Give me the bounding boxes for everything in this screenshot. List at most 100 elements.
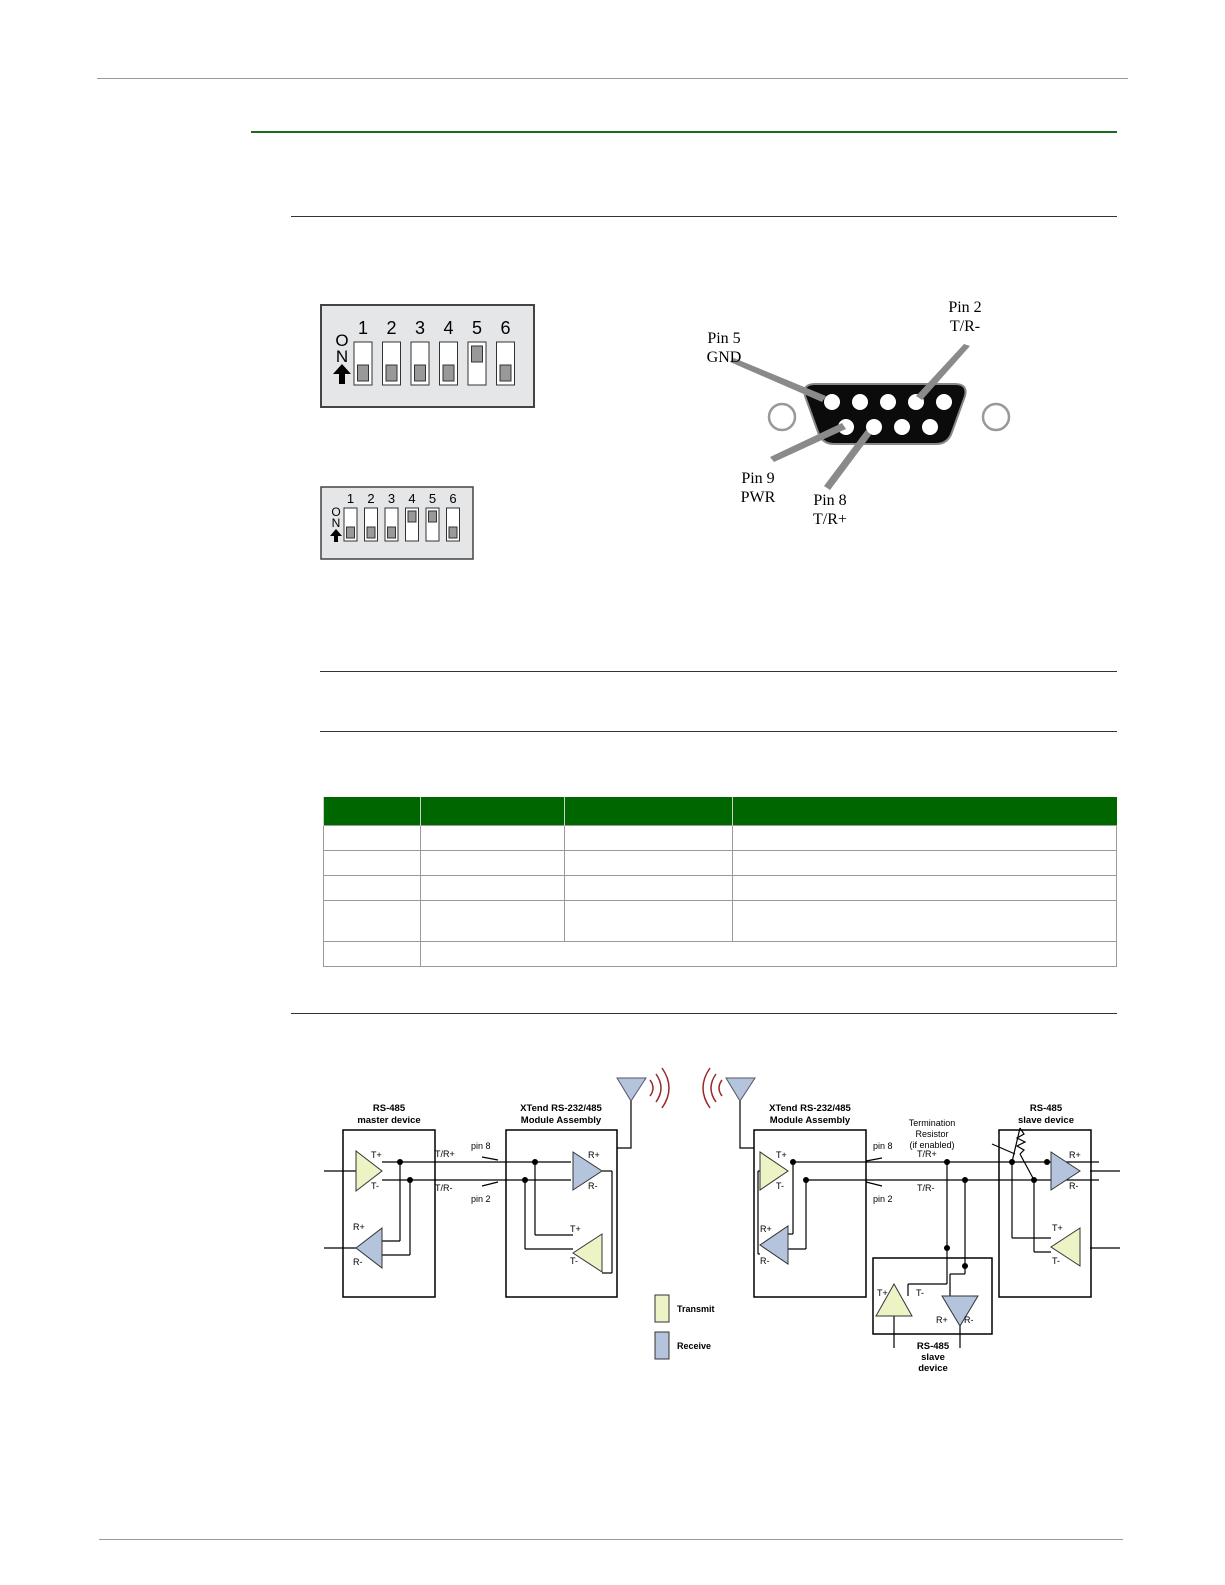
spec-header-cell [323,797,421,826]
table-cell [732,850,1117,876]
slave-device-box [998,1129,1092,1298]
slave2-tminus: T- [916,1288,924,1298]
table-row [323,825,1117,851]
dip-knob-4 [407,510,417,523]
module-right-rplus: R+ [760,1224,772,1234]
master-tminus: T- [371,1181,379,1191]
mounting-hole-left [767,402,797,432]
slave2-rminus: R- [964,1315,974,1325]
left-pin8: pin 8 [471,1141,491,1151]
legend: Transmit Receive [654,1294,715,1360]
table-row [323,850,1117,876]
pin9-label: Pin 9 [741,470,774,487]
dip-number-6: 6 [500,318,510,338]
arrow-up-icon [330,529,342,542]
bus-wires [324,1143,1120,1348]
table-cell [564,825,733,851]
slave2-tplus: T+ [877,1288,888,1298]
spec-header-cell [564,797,733,826]
pin5-label: Pin 5 [707,330,740,347]
dip-small-on-label-o: O [331,505,340,519]
master-title-2: master device [357,1115,420,1126]
dip-number-5: 5 [429,491,436,506]
dip-knob-1 [346,526,355,539]
table-cell [323,875,421,901]
master-tplus: T+ [371,1150,382,1160]
pin9-sub: PWR [741,489,776,506]
rs485-network-diagram: RS-485 master device XTend RS-232/485 Mo… [324,1067,1120,1374]
dip-number-4: 4 [408,491,415,506]
dip-number-6: 6 [449,491,456,506]
dip-knob-5 [428,510,437,523]
slave2-receive-amp [941,1295,979,1327]
master-title-1: RS-485 [373,1103,406,1114]
dip-number-3: 3 [388,491,395,506]
footer-rule [99,1539,1123,1540]
legend-transmit-label: Transmit [677,1304,715,1314]
mounting-hole-right [981,402,1011,432]
pin2-label: Pin 2 [948,299,981,316]
module-right-tplus: T+ [776,1150,787,1160]
table-cell [323,850,421,876]
table-cell [732,900,1117,942]
table-row [323,941,1117,967]
slave-rminus: R- [1069,1181,1079,1191]
pin5-sub: GND [707,349,742,366]
dip-number-2: 2 [367,491,374,506]
note-rule-top [320,671,1117,672]
module-right-title-2: Module Assembly [770,1115,851,1126]
module-left-tminus: T- [570,1256,578,1266]
master-rminus: R- [353,1257,363,1267]
radio-waves-icon [649,1067,723,1109]
dip-number-2: 2 [386,318,396,338]
table-cell [564,850,733,876]
slave-title-2: slave device [1018,1115,1074,1126]
termination-resistor-icon [1011,1127,1035,1181]
dip-number-4: 4 [443,318,453,338]
module-left-title-1: XTend RS-232/485 [520,1103,602,1114]
slave2-device-box [872,1257,993,1335]
legend-receive-swatch [654,1331,670,1360]
master-transmit-amp [355,1149,383,1193]
module-right-tminus: T- [776,1181,784,1191]
slave2-title-3: device [918,1363,948,1374]
table-cell [420,875,565,901]
pin2-sub: T/R- [950,318,980,335]
dip-knob-5 [471,345,483,363]
module-right-receive-amp [759,1225,789,1265]
module-left-transmit-amp [572,1233,603,1273]
termination-label-2: Resistor [915,1129,948,1139]
dip-number-1: 1 [358,318,368,338]
table-row [323,875,1117,901]
bus-left-trplus: T/R+ [435,1149,455,1159]
table-row [323,900,1117,942]
dip-small-on-label-n: N [332,516,341,530]
slave-rplus: R+ [1069,1150,1081,1160]
module-left-receive-amp [572,1151,603,1191]
arrow-up-icon [333,364,351,384]
master-receive-amp [355,1226,383,1270]
slave2-title-1: RS-485 [917,1341,950,1352]
antenna-left-icon [616,1077,647,1149]
table-cell [323,941,421,967]
section-rule-1 [291,216,1117,217]
bus-right-trplus: T/R+ [917,1149,937,1159]
module-right-rminus: R- [760,1256,770,1266]
antenna-right-icon [725,1077,756,1149]
dip-knob-4 [442,364,455,382]
spec-header-cell [732,797,1117,826]
table-cell [564,900,733,942]
note-rule-bottom [320,731,1117,732]
dip-on-label-o: O [335,331,348,350]
table-cell [420,850,565,876]
dip-on-label-n: N [336,347,348,366]
slave-tplus: T+ [1052,1223,1063,1233]
table-cell [732,825,1117,851]
slave-receive-amp [1050,1151,1081,1191]
slave2-title-2: slave [921,1352,945,1363]
slave-title-1: RS-485 [1030,1103,1063,1114]
module-right-box [753,1129,867,1298]
master-rplus: R+ [353,1222,365,1232]
